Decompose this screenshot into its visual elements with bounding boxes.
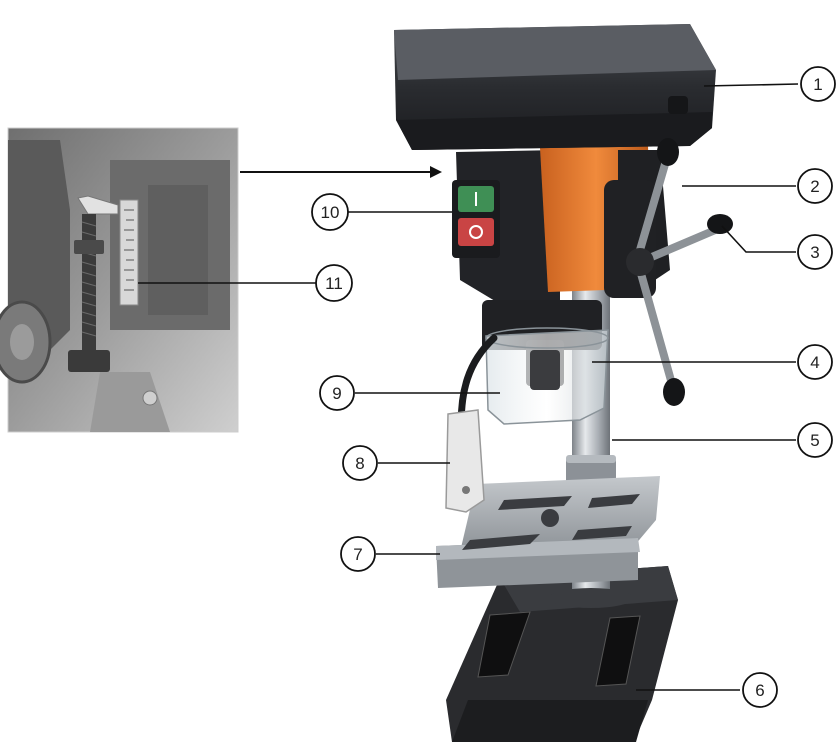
callout-4-label: 4 <box>810 353 819 372</box>
callout-2: 2 <box>797 168 833 204</box>
callout-5: 5 <box>797 422 833 458</box>
callout-3: 3 <box>797 234 833 270</box>
callout-10: 10 <box>311 193 349 231</box>
callout-6-label: 6 <box>755 681 764 700</box>
callout-11-label: 11 <box>325 274 343 293</box>
callout-3-label: 3 <box>810 243 819 262</box>
callout-9: 9 <box>319 375 355 411</box>
callout-7: 7 <box>340 536 376 572</box>
feed-handles <box>626 138 733 406</box>
inset-depth-scale-photo <box>0 127 239 433</box>
leader-lines <box>138 83 799 691</box>
callout-4: 4 <box>797 344 833 380</box>
callout-8: 8 <box>342 445 378 481</box>
inset-pointer-arrow <box>240 166 442 178</box>
drill-press-illustration <box>394 24 733 742</box>
callout-1-label: 1 <box>813 75 822 94</box>
work-lamp <box>445 334 498 513</box>
callout-10-label: 10 <box>321 203 340 222</box>
callout-5-label: 5 <box>810 431 819 450</box>
callout-1: 1 <box>800 66 836 102</box>
callout-2-label: 2 <box>810 177 819 196</box>
callout-9-label: 9 <box>332 384 341 403</box>
callout-7-label: 7 <box>353 545 362 564</box>
callout-6: 6 <box>742 672 778 708</box>
callout-11: 11 <box>315 264 353 302</box>
callout-8-label: 8 <box>355 454 364 473</box>
